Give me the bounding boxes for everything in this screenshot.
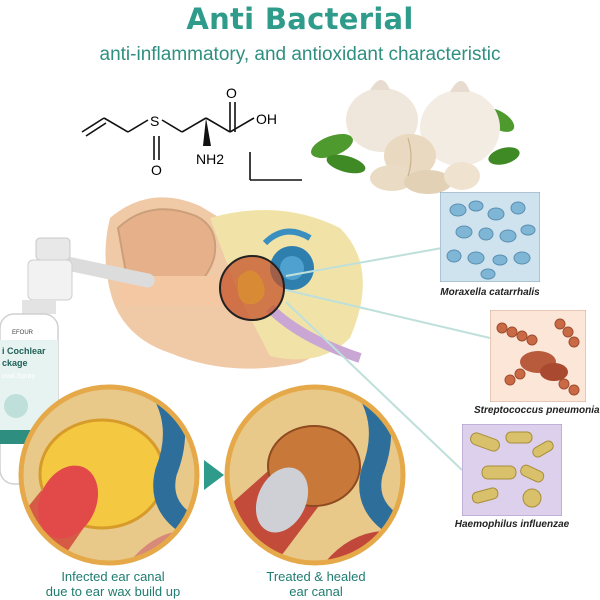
atom-oh: OH [256, 111, 277, 127]
caption-infected-line2: due to ear wax build up [45, 584, 181, 599]
caption-treated-line1: Treated & healed [266, 569, 366, 584]
bacteria-panel-haemophilus [461, 423, 563, 517]
product-name-line3: oval Spray [2, 373, 36, 380]
molecule-structure: S O O OH NH2 [81, 85, 302, 181]
treated-ear-canal-image [224, 384, 406, 566]
product-brand: EFOUR [12, 330, 34, 336]
haemophilus-image [461, 423, 563, 517]
infected-ear-canal-image [18, 384, 200, 566]
bacteria-label-streptococcus: Streptococcus pneumoniae [474, 405, 600, 416]
product-name-line1: i Cochlear [2, 346, 46, 356]
caption-treated: Treated & healed ear canal [236, 569, 396, 599]
atom-s: S [150, 113, 159, 129]
atom-nh2: NH2 [196, 151, 224, 167]
ear-anatomy-illustration [105, 197, 363, 369]
spray-nozzle [64, 257, 155, 288]
atom-o-top: O [226, 85, 237, 101]
product-name-line2: ckage [2, 358, 28, 368]
caption-treated-line2: ear canal [289, 584, 343, 599]
page-title: Anti Bacterial [186, 2, 414, 36]
bacteria-label-haemophilus: Haemophilus influenzae [454, 519, 570, 530]
bacteria-label-moraxella: Moraxella catarrhalis [440, 287, 540, 298]
garlic-bulb-right [420, 90, 500, 166]
page-subtitle: anti-inflammatory, and antioxidant chara… [99, 44, 501, 65]
bacteria-panel-streptococcus [489, 309, 587, 403]
bacteria-panel-moraxella [439, 191, 541, 283]
caption-infected: Infected ear canal due to ear wax build … [28, 569, 198, 599]
caption-infected-line1: Infected ear canal [61, 569, 165, 584]
wedge-bond [203, 118, 211, 146]
moraxella-image [439, 191, 541, 283]
streptococcus-image [489, 309, 587, 403]
garlic-image [311, 80, 520, 194]
leaf-icon [311, 133, 353, 159]
atom-o-bottom: O [151, 162, 162, 178]
chevron-right-icon [204, 460, 224, 490]
